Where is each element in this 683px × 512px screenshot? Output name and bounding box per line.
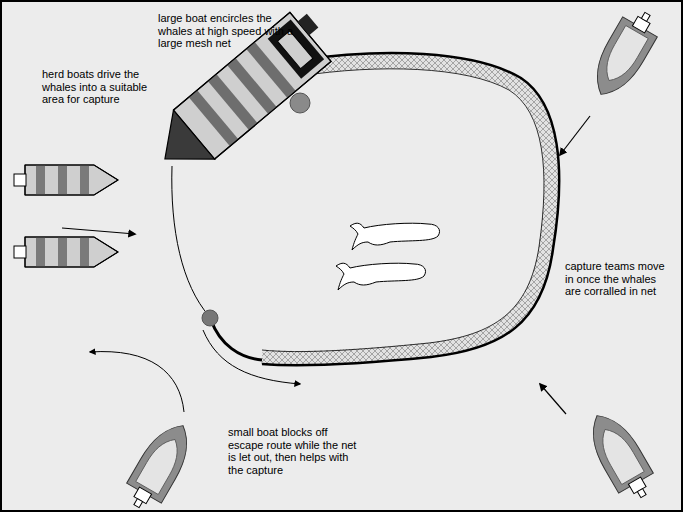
net-float-line <box>262 53 559 365</box>
capture-boat <box>584 4 665 105</box>
small-boat <box>119 416 200 512</box>
capture-boat <box>580 406 661 507</box>
net-lead-line <box>262 69 544 352</box>
arrow <box>90 352 184 412</box>
arrow <box>540 384 566 414</box>
annotation: large boat encircles the whales at high … <box>158 12 308 50</box>
annotation: small boat blocks off escape route while… <box>228 426 358 476</box>
annotation: herd boats drive the whales into a suita… <box>42 68 154 106</box>
tow-line <box>172 166 209 316</box>
large-boat <box>144 5 340 184</box>
arrow <box>62 228 135 234</box>
arrow <box>203 330 300 384</box>
herd-boat <box>14 237 118 267</box>
annotation: capture teams move in once the whales ar… <box>565 260 675 298</box>
herd-boat <box>14 165 118 195</box>
buoy <box>202 310 218 326</box>
mesh-net <box>262 61 552 359</box>
net-drum <box>290 93 310 113</box>
whale <box>350 223 440 250</box>
whale <box>336 263 426 290</box>
arrow <box>560 116 590 155</box>
